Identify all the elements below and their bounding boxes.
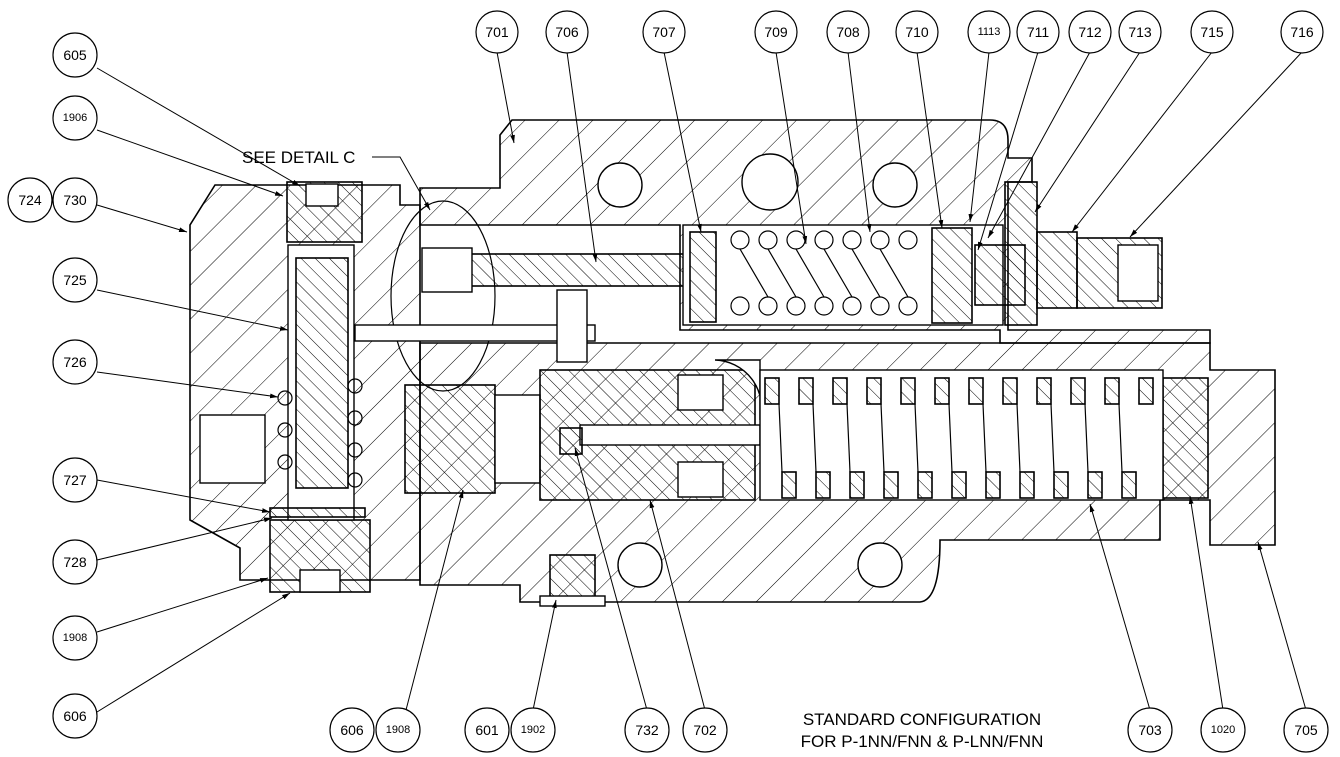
callout-730: 730 [52, 177, 98, 223]
callout-730-label: 730 [63, 192, 87, 208]
bolt-hole-4 [617, 542, 663, 588]
cap-716-hex [1117, 244, 1159, 302]
callout-710-label: 710 [905, 24, 929, 40]
callout-705: 705 [1283, 707, 1329, 753]
spring-703 [764, 377, 1154, 499]
callout-703: 703 [1127, 707, 1173, 753]
callout-716-label: 716 [1290, 24, 1314, 40]
plug-606-1908 [404, 384, 496, 494]
callout-1020-label: 1020 [1211, 724, 1235, 736]
callout-1113: 1113 [967, 10, 1011, 54]
callout-1020: 1020 [1200, 707, 1246, 753]
bonnet-713 [1004, 181, 1038, 326]
callout-728-label: 728 [63, 554, 87, 570]
callout-727-label: 727 [63, 472, 87, 488]
callout-707: 707 [642, 10, 686, 54]
callout-1908-left: 1908 [52, 615, 98, 661]
spring-708-709 [730, 230, 918, 316]
callout-1906: 1906 [52, 95, 98, 141]
callout-1908-left-label: 1908 [63, 632, 87, 644]
piston-702-groove-top [677, 374, 724, 411]
callout-708: 708 [826, 10, 870, 54]
callout-702-label: 702 [693, 722, 717, 738]
callout-725: 725 [52, 257, 98, 303]
detail-note: SEE DETAIL C [242, 148, 355, 167]
callout-728: 728 [52, 539, 98, 585]
callout-601: 601 [464, 707, 510, 753]
callout-713: 713 [1118, 10, 1162, 54]
callout-725-label: 725 [63, 272, 87, 288]
spring-726 [277, 378, 363, 488]
bolt-hole-2 [741, 153, 799, 211]
callout-712-label: 712 [1078, 24, 1102, 40]
callout-732-label: 732 [635, 722, 659, 738]
leader-lines [96, 51, 1307, 713]
callout-1902-label: 1902 [521, 724, 545, 736]
callout-724-label: 724 [18, 192, 42, 208]
port-plug-flange [539, 595, 606, 607]
guide-707 [689, 231, 717, 323]
stem-706-head [421, 247, 473, 293]
callout-702: 702 [682, 707, 728, 753]
callout-710: 710 [895, 10, 939, 54]
callout-606-left-label: 606 [63, 708, 87, 724]
callout-715: 715 [1190, 10, 1234, 54]
port-block [199, 414, 266, 484]
piston-702-groove-bot [677, 461, 724, 498]
callout-716: 716 [1280, 10, 1324, 54]
callout-724: 724 [7, 177, 53, 223]
cross-passage [354, 324, 596, 342]
callout-605: 605 [52, 32, 98, 78]
piston-702-bore [579, 424, 761, 446]
callout-703-label: 703 [1138, 722, 1162, 738]
locknut-715 [1036, 231, 1078, 309]
bolt-hole-1 [597, 162, 643, 208]
callout-706-label: 706 [555, 24, 579, 40]
callout-1906-label: 1906 [63, 112, 87, 124]
callout-709-label: 709 [764, 24, 788, 40]
callout-709: 709 [754, 10, 798, 54]
callout-708-label: 708 [836, 24, 860, 40]
callout-726: 726 [52, 339, 98, 385]
callout-1908-bottom-label: 1908 [386, 724, 410, 736]
callout-1902: 1902 [510, 707, 556, 753]
bolt-hole-5 [857, 542, 903, 588]
caption-line-2: FOR P-1NN/FNN & P-LNN/FNN [801, 732, 1044, 751]
callout-606-left: 606 [52, 693, 98, 739]
callout-713-label: 713 [1128, 24, 1152, 40]
callout-711-label: 711 [1027, 24, 1050, 40]
bolt-hole-3 [872, 162, 918, 208]
callout-712: 712 [1068, 10, 1112, 54]
callout-606-bottom-label: 606 [340, 722, 364, 738]
caption-line-1: STANDARD CONFIGURATION [803, 710, 1041, 729]
spool-725-core [295, 257, 349, 489]
callout-732: 732 [624, 707, 670, 753]
piston-bore [494, 394, 541, 484]
spring-seat-710 [931, 227, 973, 324]
callout-727: 727 [52, 457, 98, 503]
callout-726-label: 726 [63, 354, 87, 370]
callout-1113-label: 1113 [978, 26, 1001, 38]
callout-1908-bottom: 1908 [375, 707, 421, 753]
insert-732 [559, 427, 583, 455]
callout-711: 711 [1016, 10, 1060, 54]
seat-728 [269, 507, 366, 518]
callout-706: 706 [545, 10, 589, 54]
callout-715-label: 715 [1200, 24, 1224, 40]
callout-705-label: 705 [1294, 722, 1318, 738]
callout-606-bottom: 606 [329, 707, 375, 753]
callout-701: 701 [475, 10, 519, 54]
end-cap-705 [1162, 377, 1209, 499]
callout-605-label: 605 [63, 47, 87, 63]
plug-605-slot [305, 183, 339, 207]
plug-606-slot [299, 569, 341, 593]
callout-601-label: 601 [475, 722, 499, 738]
callout-701-label: 701 [485, 24, 509, 40]
callout-707-label: 707 [652, 24, 676, 40]
vertical-passage [556, 289, 588, 363]
